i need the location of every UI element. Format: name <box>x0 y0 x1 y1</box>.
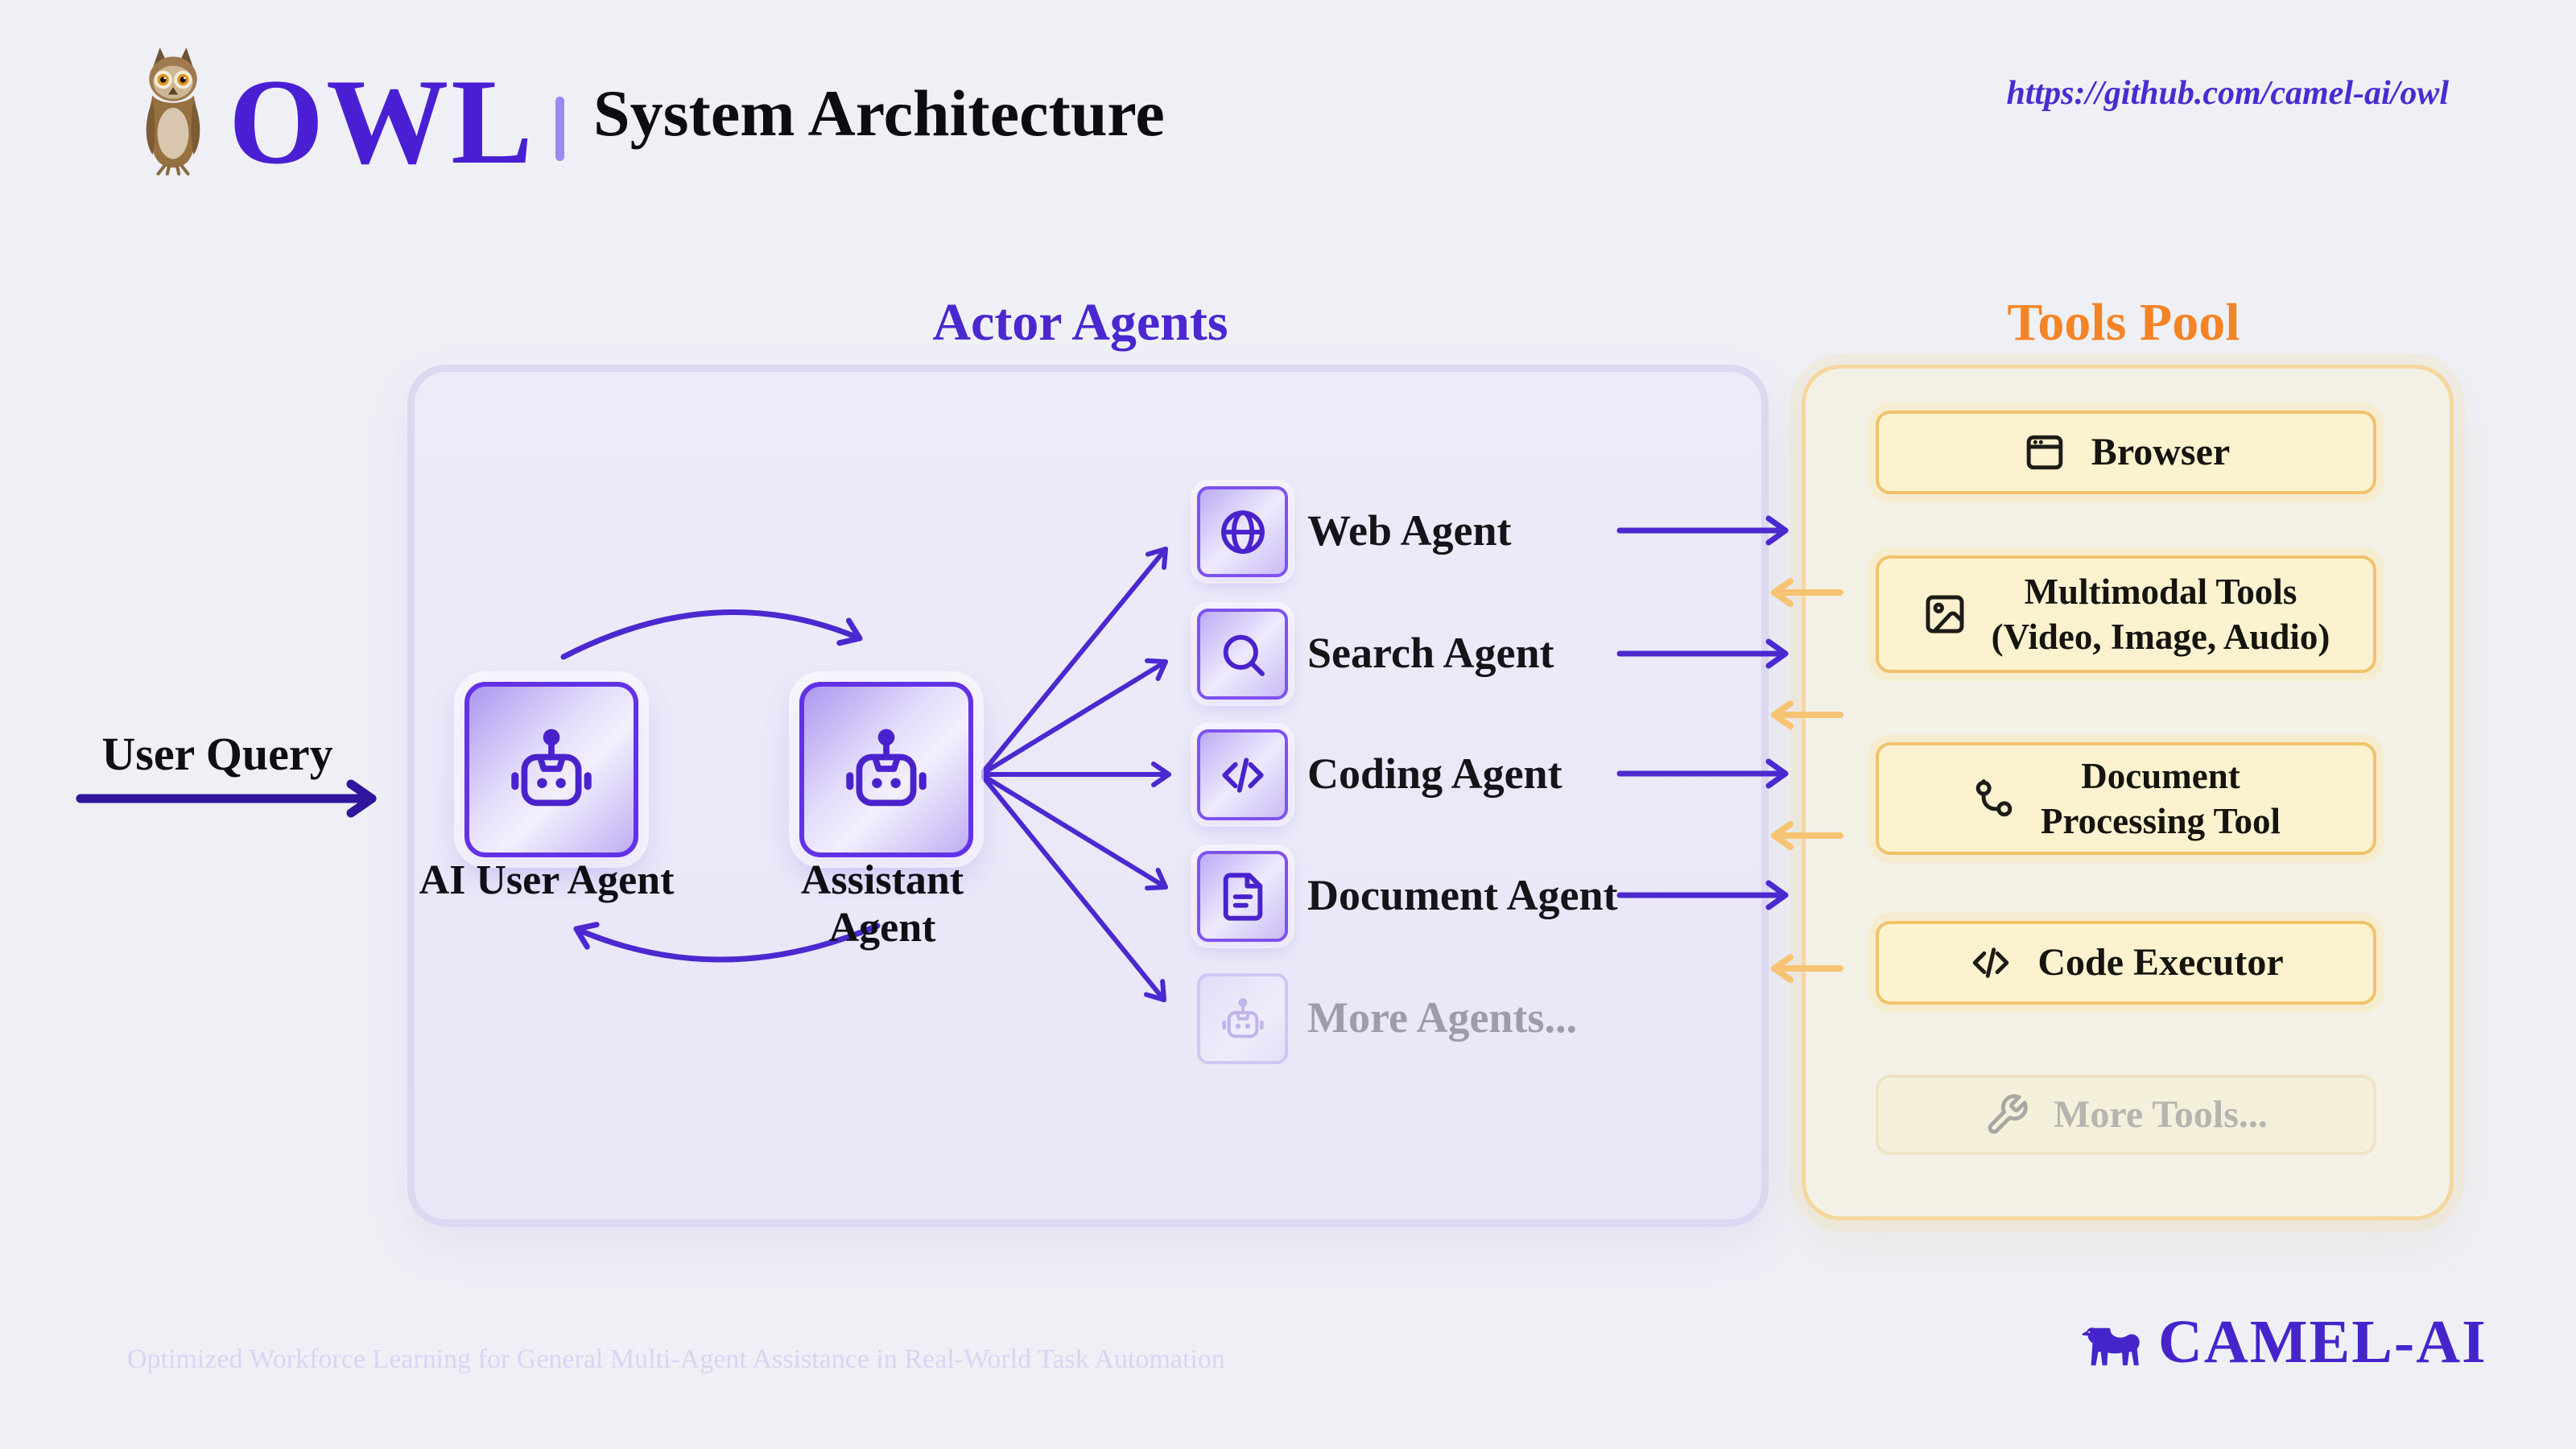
user-query-label: User Query <box>101 728 333 780</box>
browser-tool-card: Browser <box>1876 411 2376 494</box>
brand-text: CAMEL-AI <box>2158 1308 2487 1376</box>
github-url-link[interactable]: https://github.com/camel-ai/owl <box>2006 75 2449 112</box>
assistant-agent-label: Assistant Agent <box>800 857 964 951</box>
more-tools-label: More Tools... <box>2054 1093 2268 1136</box>
code-icon <box>1973 947 2009 978</box>
document-processing-label-line2: Processing Tool <box>2041 801 2281 841</box>
wrench-icon <box>1988 1094 2028 1134</box>
document-agent-tile <box>1197 851 1288 942</box>
multimodal-tools-label: Multimodal Tools (Video, Image, Audio) <box>1992 569 2330 660</box>
header-divider <box>555 97 564 161</box>
camel-ai-brand: CAMEL-AI <box>2079 1306 2487 1378</box>
assistant-agent-card <box>799 682 973 857</box>
ai-user-agent-card <box>464 682 638 857</box>
document-processing-tool-card: Document Processing Tool <box>1876 742 2376 855</box>
git-branch-icon <box>1975 779 2013 817</box>
owl-logo-icon <box>146 47 200 175</box>
page-title: System Architecture <box>593 76 1165 150</box>
globe-icon <box>1220 510 1265 554</box>
document-processing-tool-label: Document Processing Tool <box>2041 753 2281 844</box>
robot-icon <box>846 729 927 807</box>
multimodal-tools-label-line1: Multimodal Tools <box>2024 571 2297 612</box>
tools-pool-heading: Tools Pool <box>2007 293 2240 352</box>
document-processing-label-line1: Document <box>2081 755 2240 796</box>
robot-icon <box>511 729 592 807</box>
actor-agents-heading: Actor Agents <box>932 293 1228 352</box>
document-agent-label: Document Agent <box>1307 871 1618 919</box>
coding-agent-tile <box>1197 729 1288 820</box>
footer-tagline: Optimized Workforce Learning for General… <box>127 1344 1225 1374</box>
image-icon <box>1926 595 1964 634</box>
code-icon <box>1221 757 1264 793</box>
camel-icon <box>2082 1327 2140 1366</box>
ai-user-agent-label: AI User Agent <box>419 857 675 903</box>
web-agent-label: Web Agent <box>1307 506 1512 555</box>
multimodal-tools-label-line2: (Video, Image, Audio) <box>1991 617 2330 657</box>
browser-window-icon <box>2026 435 2063 470</box>
browser-tool-label: Browser <box>2091 431 2231 473</box>
web-agent-tile <box>1197 486 1288 577</box>
multimodal-tools-card: Multimodal Tools (Video, Image, Audio) <box>1876 555 2376 673</box>
coding-agent-label: Coding Agent <box>1307 749 1563 798</box>
more-agents-tile <box>1197 973 1288 1064</box>
search-agent-label: Search Agent <box>1307 629 1554 677</box>
search-agent-tile <box>1197 609 1288 700</box>
code-executor-tool-card: Code Executor <box>1876 921 2376 1005</box>
search-icon <box>1223 634 1265 676</box>
file-text-icon <box>1223 872 1262 921</box>
owl-logo-text: OWL <box>229 54 535 189</box>
code-executor-tool-label: Code Executor <box>2037 941 2284 984</box>
more-tools-card: More Tools... <box>1876 1075 2376 1155</box>
robot-icon <box>1221 997 1264 1038</box>
more-agents-label: More Agents... <box>1307 993 1577 1042</box>
